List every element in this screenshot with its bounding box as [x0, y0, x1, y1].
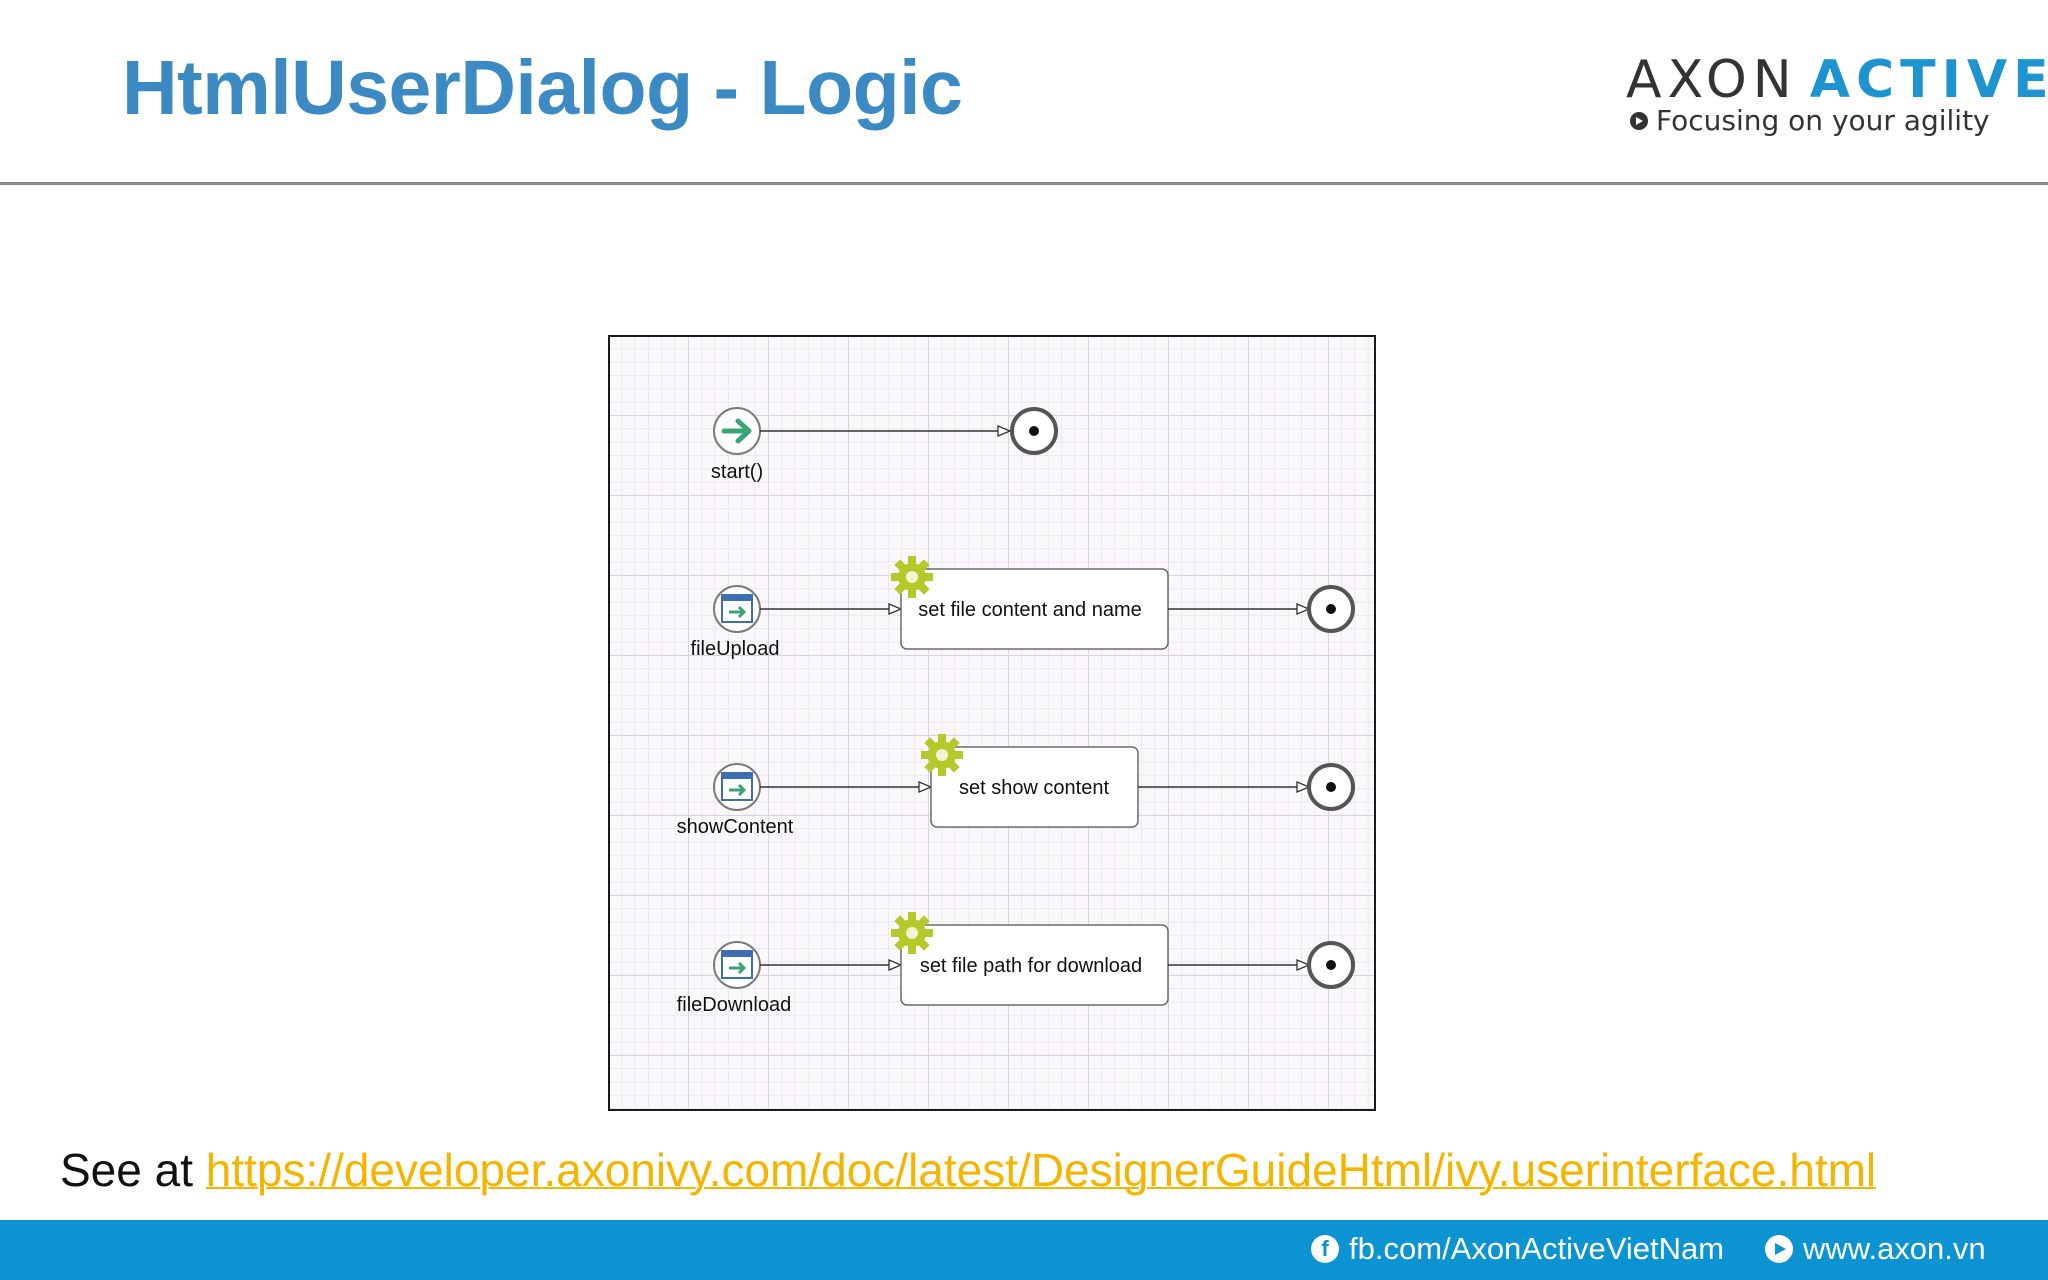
- process-row-show-content: showContent set show content: [677, 734, 1355, 838]
- footer-facebook[interactable]: f fb.com/AxonActiveVietNam: [1311, 1231, 1724, 1267]
- footer-website[interactable]: www.axon.vn: [1765, 1231, 1986, 1267]
- script-task[interactable]: set file content and name: [900, 568, 1169, 650]
- gear-icon: [891, 556, 933, 598]
- end-event[interactable]: [1010, 407, 1058, 455]
- documentation-link[interactable]: https://developer.axonivy.com/doc/latest…: [205, 1144, 1877, 1196]
- end-event-icon: [1326, 782, 1336, 792]
- dialog-event-icon: [721, 594, 753, 623]
- end-event-icon: [1326, 604, 1336, 614]
- script-task-label: set file path for download: [920, 955, 1142, 977]
- script-task[interactable]: set show content: [930, 746, 1139, 828]
- facebook-icon: f: [1311, 1235, 1339, 1263]
- script-task[interactable]: set file path for download: [900, 924, 1169, 1006]
- end-event[interactable]: [1307, 941, 1355, 989]
- end-event[interactable]: [1307, 585, 1355, 633]
- process-diagram: start() fileUpload set: [608, 335, 1376, 1111]
- web-arrow-icon: [1765, 1235, 1793, 1263]
- dialog-start-event[interactable]: [713, 941, 761, 989]
- header-divider: [0, 182, 2048, 185]
- dialog-start-label: fileDownload: [677, 994, 792, 1016]
- gear-icon: [921, 734, 963, 776]
- start-event[interactable]: [713, 407, 761, 455]
- reference-line: See at https://developer.axonivy.com/doc…: [60, 1143, 1876, 1197]
- arrow-start-icon: [721, 418, 752, 444]
- process-row-file-download: fileDownload set file path for download: [677, 912, 1355, 1016]
- logo-active: ACTIVE: [1809, 50, 2048, 110]
- footer-facebook-text: fb.com/AxonActiveVietNam: [1349, 1231, 1725, 1266]
- dialog-start-event[interactable]: [713, 763, 761, 811]
- process-row-start: start(): [711, 407, 1058, 483]
- start-event-label: start(): [711, 461, 763, 483]
- process-row-file-upload: fileUpload set file content and name: [691, 556, 1355, 660]
- slide-title: HtmlUserDialog - Logic: [122, 45, 963, 131]
- dialog-start-event[interactable]: [713, 585, 761, 633]
- footer-website-text: www.axon.vn: [1803, 1231, 1986, 1266]
- end-event[interactable]: [1307, 763, 1355, 811]
- logo-tagline: Focusing on your agility: [1630, 104, 1990, 137]
- dialog-start-label: fileUpload: [691, 638, 780, 660]
- dialog-event-icon: [721, 950, 753, 979]
- script-task-label: set file content and name: [918, 599, 1141, 621]
- end-event-icon: [1326, 960, 1336, 970]
- dialog-event-icon: [721, 772, 753, 801]
- logo-axon: AXON: [1626, 50, 1798, 110]
- end-event-icon: [1029, 426, 1039, 436]
- gear-icon: [891, 912, 933, 954]
- process-diagram-canvas: start() fileUpload set: [677, 407, 1355, 1016]
- footer-bar: f fb.com/AxonActiveVietNam www.axon.vn: [0, 1220, 2048, 1280]
- reference-prefix: See at: [60, 1144, 193, 1196]
- dialog-start-label: showContent: [677, 816, 794, 838]
- arrow-bullet-icon: [1630, 111, 1648, 130]
- logo-tagline-text: Focusing on your agility: [1656, 104, 1990, 137]
- script-task-label: set show content: [959, 777, 1110, 799]
